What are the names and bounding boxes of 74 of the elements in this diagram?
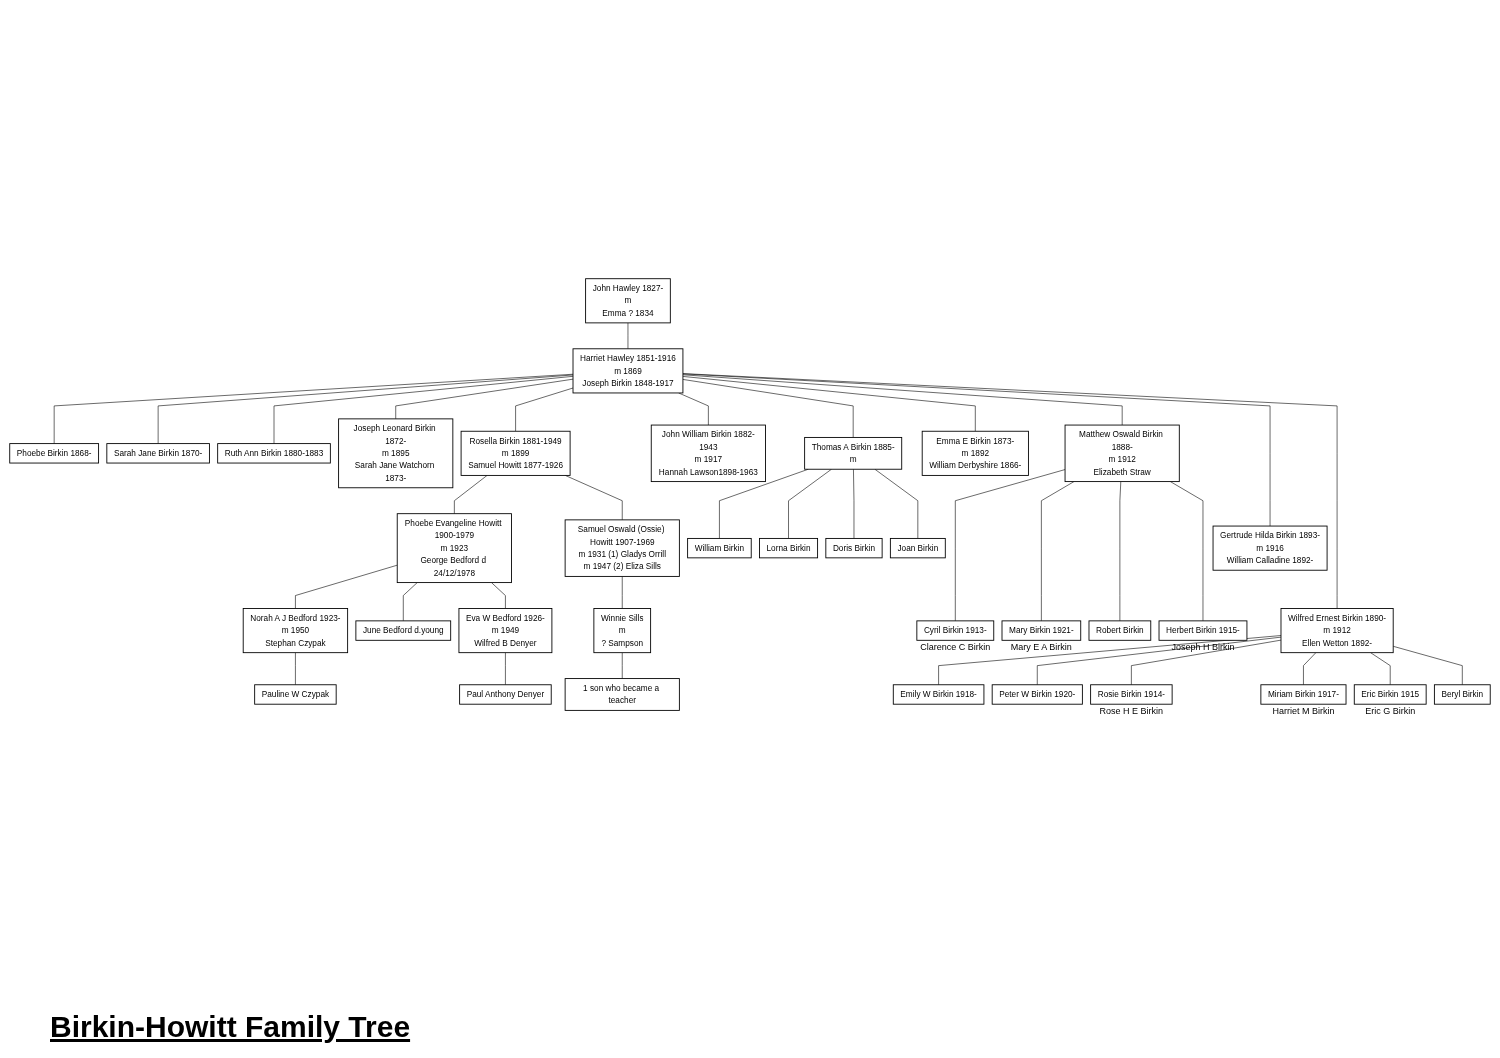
node-box: Rosie Birkin 1914-	[1090, 684, 1173, 706]
node-box: Gertrude Hilda Birkin 1893- m 1916 William Calladine 1892-	[1212, 526, 1328, 572]
node-box: Wilfred Ernest Birkin 1890- m 1912 Ellen Wetton 1892-	[1280, 608, 1394, 654]
node-box: Phoebe Evangeline Howitt 1900-1979 m 1923 George Bedford d 24/12/1978	[396, 513, 512, 584]
node-box: Samuel Oswald (Ossie) Howitt 1907-1969 m 1931 (1) Gladys Orrill m 1947 (2) Eliza Sills	[564, 519, 680, 578]
node-box: Emma E Birkin 1873- m 1892 William Derbyshire 1866-	[921, 431, 1029, 477]
node-box: Sarah Jane Birkin 1870-	[106, 443, 210, 464]
node-box: Joan Birkin	[889, 538, 946, 559]
node-box: Joseph Leonard Birkin 1872- m 1895 Sarah Jane Watchorn 1873-	[338, 418, 454, 489]
connector	[682, 374, 1123, 426]
connector	[53, 374, 574, 445]
connector	[1370, 652, 1391, 686]
diagram-title: Birkin-Howitt Family Tree	[50, 1010, 411, 1044]
node-box: Eva W Bedford 1926- m 1949 Wilfred B Denyer	[458, 608, 553, 654]
connector	[505, 652, 506, 686]
connector	[853, 469, 855, 540]
connector	[682, 374, 1271, 527]
caption-text: Mary E A Birkin	[1009, 642, 1073, 653]
connector	[788, 469, 832, 540]
node-box: Ruth Ann Birkin 1880-1883	[217, 443, 331, 464]
connector	[1037, 637, 1282, 686]
connector	[1131, 640, 1282, 686]
connector	[682, 376, 976, 432]
caption-text: Rose H E Birkin	[1098, 706, 1165, 717]
node-box: Rosella Birkin 1881-1949 m 1899 Samuel Howitt 1877-1926	[460, 431, 571, 477]
connector	[295, 565, 398, 610]
node-box: Doris Birkin	[825, 538, 883, 559]
connector	[157, 375, 574, 445]
connector	[515, 388, 574, 432]
node-box: Phoebe Birkin 1868-	[9, 443, 100, 464]
node-box: Beryl Birkin	[1433, 684, 1491, 706]
connector	[938, 635, 1282, 686]
connector	[621, 576, 623, 610]
node-box: Paul Anthony Denyer	[459, 684, 552, 706]
connector	[621, 652, 623, 680]
caption-text: Harriet M Birkin	[1271, 706, 1336, 717]
caption-text: Joseph H Birkin	[1170, 642, 1236, 653]
connector	[565, 475, 623, 521]
node-box: June Bedford d.young	[355, 620, 452, 642]
connector	[403, 582, 418, 622]
connector	[295, 652, 296, 686]
node-box: Thomas A Birkin 1885- m	[804, 437, 903, 471]
node-box: Norah A J Bedford 1923- m 1950 Stephan Czypak	[242, 608, 349, 654]
node-box: Herbert Birkin 1915-	[1158, 620, 1248, 642]
node-box: Eric Birkin 1915	[1353, 684, 1427, 706]
connector	[1303, 652, 1317, 686]
node-box: Harriet Hawley 1851-1916 m 1869 Joseph Birkin 1848-1917	[572, 348, 684, 394]
connector	[627, 323, 629, 350]
caption-text: Clarence C Birkin	[919, 642, 992, 653]
node-box: Winnie Sills m ? Sampson	[593, 608, 652, 654]
connector	[1119, 481, 1122, 622]
node-box: Peter W Birkin 1920-	[991, 684, 1083, 706]
node-box: John William Birkin 1882-1943 m 1917 Hannah Lawson1898-1963	[650, 425, 766, 483]
connector	[395, 379, 574, 420]
connector	[955, 469, 1066, 622]
node-box: Robert Birkin	[1088, 620, 1152, 642]
node-box: Pauline W Czypak	[254, 684, 337, 706]
connector	[273, 376, 574, 445]
connector	[491, 582, 506, 610]
node-box: Emily W Birkin 1918-	[892, 684, 985, 706]
node-box: Mary Birkin 1921-	[1001, 620, 1082, 642]
connector	[682, 373, 1338, 610]
caption-text: Eric G Birkin	[1364, 706, 1417, 717]
node-box: Lorna Birkin	[759, 538, 819, 559]
node-box: John Hawley 1827- m Emma ? 1834	[585, 278, 671, 324]
node-box: Miriam Birkin 1917-	[1260, 684, 1347, 706]
node-box: William Birkin	[687, 538, 752, 559]
connector	[1392, 646, 1463, 686]
node-box: Cyril Birkin 1913-	[916, 620, 995, 642]
connector	[454, 475, 488, 515]
node-box: Matthew Oswald Birkin 1888- m 1912 Elizabeth Straw	[1064, 425, 1180, 483]
connector	[682, 379, 854, 439]
connector	[874, 469, 919, 540]
node-box: 1 son who became a teacher	[564, 678, 680, 712]
